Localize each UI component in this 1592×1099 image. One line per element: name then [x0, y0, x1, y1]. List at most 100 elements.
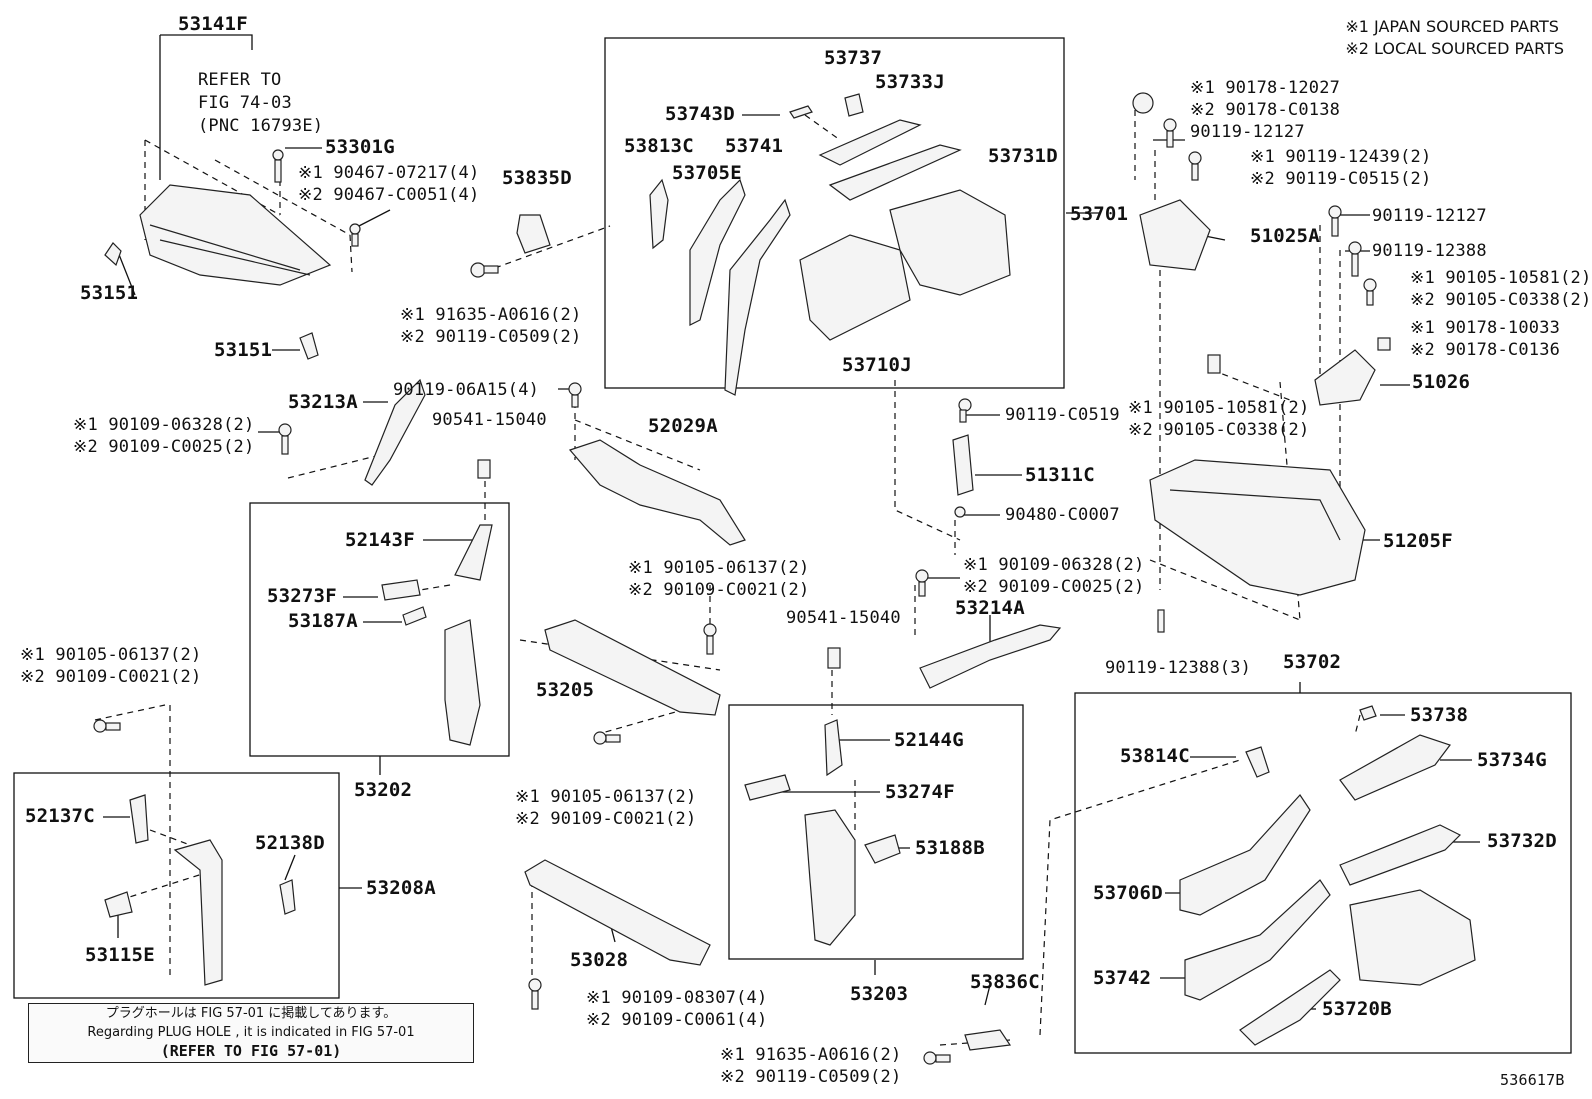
- label-53205[interactable]: 53205: [536, 679, 595, 701]
- part-53214A: [919, 624, 1062, 689]
- label-90178-10033-1[interactable]: ※1 90178-10033: [1410, 318, 1561, 338]
- part-53731D: [828, 144, 962, 201]
- label-53706D[interactable]: 53706D: [1093, 882, 1163, 904]
- label-53701[interactable]: 53701: [1070, 203, 1129, 225]
- label-90105-06137-e[interactable]: ※1 90105-06137(2): [515, 787, 697, 807]
- label-90105-06137-d[interactable]: ※2 90109-C0021(2): [20, 667, 202, 687]
- label-52137C[interactable]: 52137C: [25, 805, 95, 827]
- group-box-53203: [728, 704, 1024, 960]
- label-53737[interactable]: 53737: [824, 47, 883, 69]
- label-90119-06A15[interactable]: 90119-06A15(4): [393, 380, 540, 400]
- part-53202-pillar: [444, 619, 481, 746]
- label-53214A[interactable]: 53214A: [955, 597, 1025, 619]
- label-53188B[interactable]: 53188B: [915, 837, 985, 859]
- label-90119-12388[interactable]: 90119-12388: [1372, 241, 1487, 261]
- group-box-53208A: [13, 772, 340, 999]
- label-53813C[interactable]: 53813C: [624, 135, 694, 157]
- label-90105-10581-1[interactable]: ※1 90105-10581(2): [1410, 268, 1592, 288]
- label-90178-1[interactable]: ※1 90178-12027: [1190, 78, 1341, 98]
- part-53710J: [799, 234, 911, 341]
- label-53743D[interactable]: 53743D: [665, 103, 735, 125]
- label-52143F[interactable]: 52143F: [345, 529, 415, 551]
- label-90467-2[interactable]: ※2 90467-C0051(4): [298, 185, 480, 205]
- label-53742[interactable]: 53742: [1093, 967, 1152, 989]
- label-90119-12127-a[interactable]: 90119-12127: [1190, 122, 1305, 142]
- label-53836C[interactable]: 53836C: [970, 971, 1040, 993]
- part-53273F: [381, 579, 421, 601]
- label-91635-2[interactable]: ※2 90119-C0509(2): [400, 327, 582, 347]
- label-90105-06137-b[interactable]: ※2 90109-C0021(2): [628, 580, 810, 600]
- part-53205: [544, 619, 721, 716]
- part-53141F-cover: [139, 184, 332, 286]
- label-53274F[interactable]: 53274F: [885, 781, 955, 803]
- label-90541-b[interactable]: 90541-15040: [786, 608, 901, 628]
- label-90109-2[interactable]: ※2 90109-C0025(2): [73, 437, 255, 457]
- label-53208A[interactable]: 53208A: [366, 877, 436, 899]
- label-53301G[interactable]: 53301G: [325, 136, 395, 158]
- part-52137C: [129, 794, 149, 844]
- label-53733J[interactable]: 53733J: [875, 71, 945, 93]
- label-53814C[interactable]: 53814C: [1120, 745, 1190, 767]
- label-52029A[interactable]: 52029A: [648, 415, 718, 437]
- label-91635-d[interactable]: ※2 90119-C0509(2): [720, 1067, 902, 1087]
- label-90105-06137-f[interactable]: ※2 90109-C0021(2): [515, 809, 697, 829]
- label-51025A[interactable]: 51025A: [1250, 225, 1320, 247]
- label-53151-b[interactable]: 53151: [214, 339, 273, 361]
- label-91635-c[interactable]: ※1 91635-A0616(2): [720, 1045, 902, 1065]
- label-53710J[interactable]: 53710J: [842, 354, 912, 376]
- legend-local: ※2 LOCAL SOURCED PARTS: [1345, 39, 1564, 58]
- label-53028[interactable]: 53028: [570, 949, 629, 971]
- figure-code: 536617B: [1500, 1071, 1565, 1089]
- label-90119-C0519[interactable]: 90119-C0519: [1005, 405, 1120, 425]
- label-90178-10033-2[interactable]: ※2 90178-C0136: [1410, 340, 1561, 360]
- label-53741[interactable]: 53741: [725, 135, 784, 157]
- label-90467-1[interactable]: ※1 90467-07217(4): [298, 163, 480, 183]
- label-53734G[interactable]: 53734G: [1477, 749, 1547, 771]
- label-90109-08307-b[interactable]: ※2 90109-C0061(4): [586, 1010, 768, 1030]
- label-53115E[interactable]: 53115E: [85, 944, 155, 966]
- label-51205F[interactable]: 51205F: [1383, 530, 1453, 552]
- label-53738[interactable]: 53738: [1410, 704, 1469, 726]
- label-90119-12439-2[interactable]: ※2 90119-C0515(2): [1250, 169, 1432, 189]
- label-53141F[interactable]: 53141F: [178, 13, 248, 35]
- label-53720B[interactable]: 53720B: [1322, 998, 1392, 1020]
- label-90541-a[interactable]: 90541-15040: [432, 410, 547, 430]
- label-90119-12388-3[interactable]: 90119-12388(3): [1105, 658, 1252, 678]
- label-90119-12127-b[interactable]: 90119-12127: [1372, 206, 1487, 226]
- label-90105-06137-a[interactable]: ※1 90105-06137(2): [628, 558, 810, 578]
- label-90105-10581-4[interactable]: ※2 90105-C0338(2): [1128, 420, 1310, 440]
- refer-text-3: (PNC 16793E): [198, 116, 324, 136]
- label-51311C[interactable]: 51311C: [1025, 464, 1095, 486]
- label-53835D[interactable]: 53835D: [502, 167, 572, 189]
- part-53702-tower: [1349, 889, 1476, 986]
- label-53213A[interactable]: 53213A: [288, 391, 358, 413]
- label-90105-10581-3[interactable]: ※1 90105-10581(2): [1128, 398, 1310, 418]
- label-90109-06328-c[interactable]: ※1 90109-06328(2): [963, 555, 1145, 575]
- label-53151-a[interactable]: 53151: [80, 282, 139, 304]
- label-90105-06137-c[interactable]: ※1 90105-06137(2): [20, 645, 202, 665]
- label-52144G[interactable]: 52144G: [894, 729, 964, 751]
- label-51026[interactable]: 51026: [1412, 371, 1471, 393]
- label-90109-1[interactable]: ※1 90109-06328(2): [73, 415, 255, 435]
- label-90119-12439-1[interactable]: ※1 90119-12439(2): [1250, 147, 1432, 167]
- part-53028: [524, 859, 711, 966]
- label-53705E[interactable]: 53705E: [672, 162, 742, 184]
- label-90480[interactable]: 90480-C0007: [1005, 505, 1120, 525]
- note-line-1: プラグホールは FIG 57-01 に掲載してあります。: [105, 1006, 397, 1021]
- label-90105-10581-2[interactable]: ※2 90105-C0338(2): [1410, 290, 1592, 310]
- label-90178-2[interactable]: ※2 90178-C0138: [1190, 100, 1341, 120]
- label-53202[interactable]: 53202: [354, 779, 413, 801]
- label-53702[interactable]: 53702: [1283, 651, 1342, 673]
- label-53187A[interactable]: 53187A: [288, 610, 358, 632]
- part-51311C: [952, 434, 974, 496]
- label-91635-1[interactable]: ※1 91635-A0616(2): [400, 305, 582, 325]
- part-53188B: [864, 834, 901, 864]
- label-53273F[interactable]: 53273F: [267, 585, 337, 607]
- label-90109-08307-a[interactable]: ※1 90109-08307(4): [586, 988, 768, 1008]
- label-53203[interactable]: 53203: [850, 983, 909, 1005]
- label-53732D[interactable]: 53732D: [1487, 830, 1557, 852]
- label-53731D[interactable]: 53731D: [988, 145, 1058, 167]
- part-53737: [844, 93, 864, 117]
- label-52138D[interactable]: 52138D: [255, 832, 325, 854]
- label-90109-06328-d[interactable]: ※2 90109-C0025(2): [963, 577, 1145, 597]
